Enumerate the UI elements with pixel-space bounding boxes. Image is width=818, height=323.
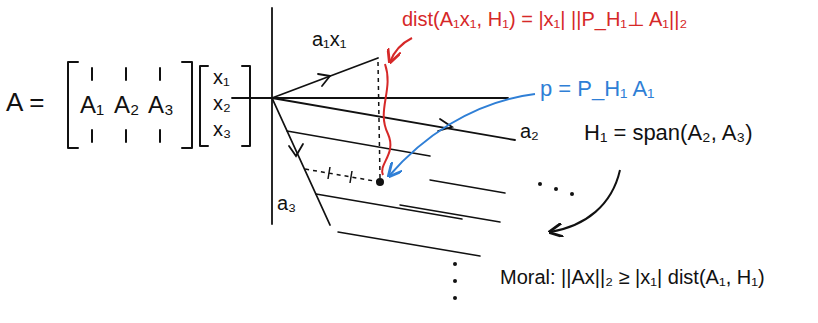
matrix-brackets	[68, 62, 250, 148]
column-label: A₁	[80, 91, 104, 119]
tick-mark	[350, 171, 352, 183]
hatch-line	[400, 205, 500, 222]
projection-lines	[305, 62, 380, 182]
leader-arrow	[550, 170, 620, 232]
vector-entry: x₂	[213, 92, 231, 115]
dashed-projection	[305, 169, 380, 182]
vector-arrowhead	[318, 74, 330, 86]
dot	[453, 296, 457, 300]
column-tick	[159, 130, 161, 142]
vector-label: a₂	[520, 120, 539, 143]
vector-entry: x₃	[213, 118, 231, 141]
right-bracket	[182, 62, 192, 148]
column-label: A₃	[148, 91, 174, 119]
leader-arrow	[389, 94, 535, 176]
vertical-axis	[271, 8, 273, 224]
projection-point	[376, 178, 384, 186]
vector-label: a₃	[277, 192, 296, 215]
projection-ticks	[328, 167, 352, 183]
subspace-definition: H₁ = span(A₂, A₃)	[584, 120, 753, 145]
hatch-line	[287, 131, 430, 156]
column-tick	[125, 130, 127, 142]
dot	[453, 279, 457, 283]
hatch-line	[430, 180, 505, 193]
tick-mark	[328, 167, 330, 179]
vector-label: a₁x₁	[312, 28, 347, 51]
distance-formula: dist(A₁x₁, H₁) = |x₁| ||P_H₁⊥ A₁||₂	[402, 8, 687, 31]
column-tick	[159, 68, 161, 80]
matrix-name: A =	[6, 88, 44, 118]
column-label: A₂	[114, 91, 139, 119]
vector-a2	[272, 98, 515, 140]
dashed-drop	[378, 62, 380, 178]
column-tick	[91, 68, 93, 80]
plane-hatching	[287, 131, 505, 256]
column-tick	[91, 130, 93, 142]
left-bracket	[68, 62, 78, 148]
right-bracket	[242, 66, 250, 146]
vector-a1x1	[272, 58, 378, 98]
distance-squiggle	[382, 64, 390, 175]
vector-entry: x₁	[213, 66, 230, 89]
left-bracket	[200, 66, 208, 146]
leader-arrow	[390, 38, 412, 62]
dot	[554, 187, 558, 191]
vector-arrowhead	[289, 144, 303, 156]
hatch-line	[338, 232, 480, 256]
hatch-line	[316, 194, 462, 219]
dot	[538, 182, 542, 186]
column-tick	[125, 68, 127, 80]
vector-a3	[272, 98, 330, 225]
axes-and-vectors	[232, 8, 515, 225]
moral-note: Moral: ||Ax||₂ ≥ |x₁| dist(A₁, H₁)	[500, 266, 765, 289]
dot	[453, 262, 457, 266]
projection-formula: p = P_H₁ A₁	[540, 76, 655, 101]
dot	[570, 192, 574, 196]
